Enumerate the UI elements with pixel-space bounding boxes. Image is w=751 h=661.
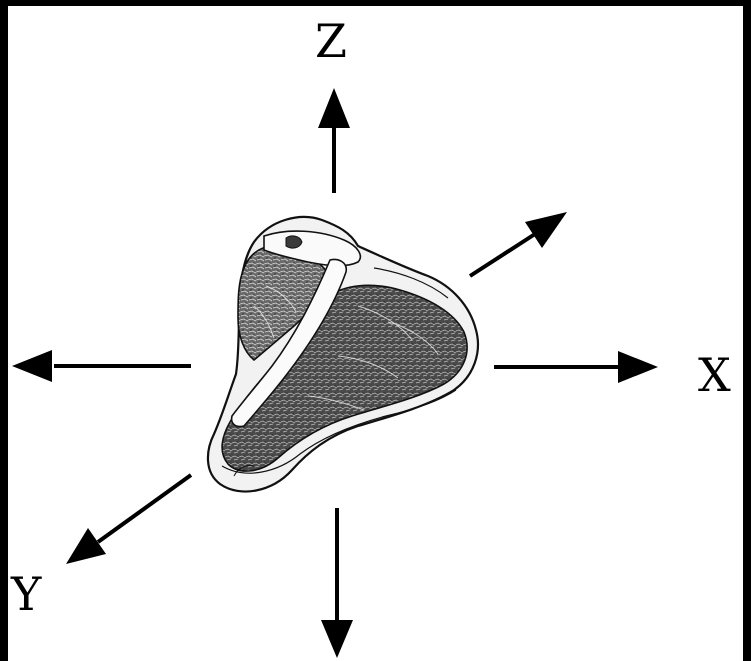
axes-diagram [8,6,743,661]
diagram-canvas: Z X Y [8,6,743,661]
negative-x-axis-arrow [12,350,191,382]
negative-z-axis-arrow [321,508,353,658]
negative-y-axis-arrow [470,212,567,276]
z-axis-label: Z [315,18,347,64]
x-axis-label: X [698,352,731,398]
y-axis-arrow [66,475,191,564]
y-axis-label: Y [11,571,41,617]
x-axis-arrow [494,351,658,383]
t-bone-steak-illustration [208,217,478,492]
z-axis-arrow [318,88,350,193]
